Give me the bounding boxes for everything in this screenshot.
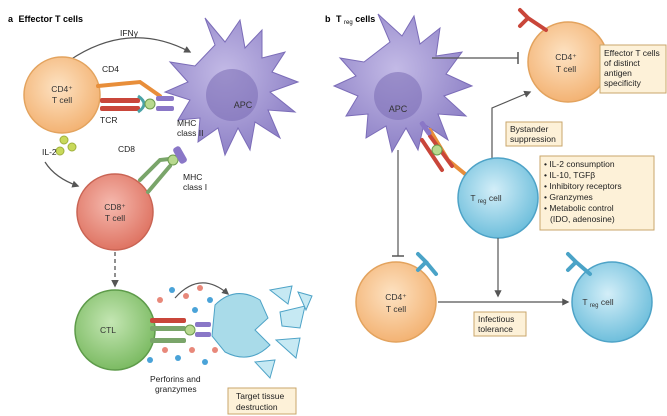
perforin-dots bbox=[147, 285, 218, 365]
bottom-treg-t: T bbox=[582, 297, 587, 307]
panel-b-letter: b bbox=[325, 14, 331, 24]
bystander-line2: suppression bbox=[510, 134, 556, 144]
cd4-t-cell-a: CD4⁺ T cell bbox=[23, 56, 101, 134]
mhc2-line1: MHC bbox=[177, 118, 196, 128]
mhc-class-i bbox=[167, 146, 187, 166]
treg-cell: T reg cell bbox=[457, 157, 539, 239]
mech-line4: • Granzymes bbox=[544, 192, 593, 202]
killing-arrow bbox=[174, 282, 230, 299]
mhc1-line2: class I bbox=[183, 182, 207, 192]
mhc1-line1: MHC bbox=[183, 172, 202, 182]
ctl-cell: CTL bbox=[74, 289, 156, 371]
panel-a-letter: a bbox=[8, 14, 14, 24]
ctl-label: CTL bbox=[100, 325, 116, 335]
panel-b-title-t: T bbox=[336, 14, 342, 24]
tcr-cd8 bbox=[146, 164, 172, 194]
il2-arrow bbox=[44, 161, 80, 188]
tcr-a bbox=[100, 94, 146, 114]
apc-cell-b: APC bbox=[332, 13, 474, 154]
cd8-cell-line1: CD8⁺ bbox=[104, 202, 126, 212]
treg-label-sub: reg bbox=[478, 199, 487, 205]
treg-label-rest: cell bbox=[489, 193, 502, 203]
effector-box-line1: Effector T cells bbox=[604, 48, 660, 58]
il2-dots bbox=[55, 135, 77, 156]
effector-cell-line2: T cell bbox=[556, 64, 576, 74]
bottom-treg-sub: reg bbox=[590, 303, 599, 309]
perforins-line2: granzymes bbox=[155, 384, 197, 394]
perforins-line1: Perforins and bbox=[150, 374, 201, 384]
mhc-class-ii bbox=[144, 96, 174, 111]
effector-box-line4: specificity bbox=[604, 78, 642, 88]
cd4-coreceptor bbox=[96, 79, 162, 98]
target-tissue bbox=[211, 285, 313, 379]
target-destruction-box: Target tissue destruction bbox=[227, 387, 297, 415]
bottom-treg-label: T reg cell bbox=[582, 297, 613, 309]
mech-line3: • Inhibitory receptors bbox=[544, 181, 622, 191]
infectious-line1: Infectious bbox=[478, 314, 514, 324]
ifng-arrow bbox=[69, 37, 192, 61]
panel-b-title: b T reg cells bbox=[325, 14, 375, 26]
effector-box: Effector T cells of distinct antigen spe… bbox=[599, 44, 667, 94]
bottom-treg-cell: T reg cell bbox=[566, 252, 653, 343]
bottom-cd4-line1: CD4⁺ bbox=[385, 292, 407, 302]
cd4-label: CD4 bbox=[102, 64, 119, 74]
cd8-cell-line2: T cell bbox=[105, 213, 125, 223]
apc-label-a: APC bbox=[234, 100, 253, 110]
bottom-treg-rest: cell bbox=[601, 297, 614, 307]
bystander-box: Bystander suppression bbox=[505, 121, 563, 147]
panel-b-title-rest: cells bbox=[355, 14, 375, 24]
panel-a-title: a Effector T cells bbox=[8, 14, 83, 24]
target-box-line1: Target tissue bbox=[236, 391, 284, 401]
panel-b-title-sub: reg bbox=[344, 20, 353, 26]
mech-line2: • IL-10, TGFβ bbox=[544, 170, 595, 180]
cd8-t-cell: CD8⁺ T cell bbox=[76, 173, 154, 251]
apc-cell-a: APC bbox=[163, 17, 300, 157]
apc-label-b: APC bbox=[389, 104, 408, 114]
mech-line1: • IL-2 consumption bbox=[544, 159, 615, 169]
ctl-receptors bbox=[150, 318, 211, 343]
cd8-label: CD8 bbox=[118, 144, 135, 154]
effector-box-line2: of distinct bbox=[604, 58, 641, 68]
infectious-box: Infectious tolerance bbox=[473, 311, 527, 337]
bystander-line1: Bystander bbox=[510, 124, 548, 134]
mech-line6: (IDO, adenosine) bbox=[550, 214, 615, 224]
cd4-cell-line1: CD4⁺ bbox=[51, 84, 73, 94]
effector-box-line3: antigen bbox=[604, 68, 632, 78]
il2-label: IL-2 bbox=[42, 147, 57, 157]
infectious-line2: tolerance bbox=[478, 324, 513, 334]
tcr-label: TCR bbox=[100, 115, 117, 125]
panel-b: b T reg cells APC CD4⁺ T cell bbox=[325, 8, 667, 343]
target-box-line2: destruction bbox=[236, 402, 278, 412]
treg-label: T reg cell bbox=[470, 193, 501, 205]
ifng-label: IFNγ bbox=[120, 28, 139, 38]
treg-effector-arrow bbox=[491, 90, 532, 168]
mhc2-line2: class II bbox=[177, 128, 203, 138]
treg-label-t: T bbox=[470, 193, 475, 203]
effector-cd4-cell: CD4⁺ T cell bbox=[518, 8, 609, 103]
treg-receptors bbox=[419, 121, 472, 180]
panel-a: a Effector T cells IFNγ APC CD4⁺ T cell … bbox=[8, 14, 313, 415]
cd4-cell-line2: T cell bbox=[52, 95, 72, 105]
mech-line5: • Metabolic control bbox=[544, 203, 614, 213]
bottom-cd4-line2: T cell bbox=[386, 304, 406, 314]
bottom-cd4-cell: CD4⁺ T cell bbox=[355, 252, 438, 343]
panel-a-title-text: Effector T cells bbox=[19, 14, 84, 24]
effector-cell-line1: CD4⁺ bbox=[555, 52, 577, 62]
mechanism-box: • IL-2 consumption • IL-10, TGFβ • Inhib… bbox=[539, 155, 655, 231]
